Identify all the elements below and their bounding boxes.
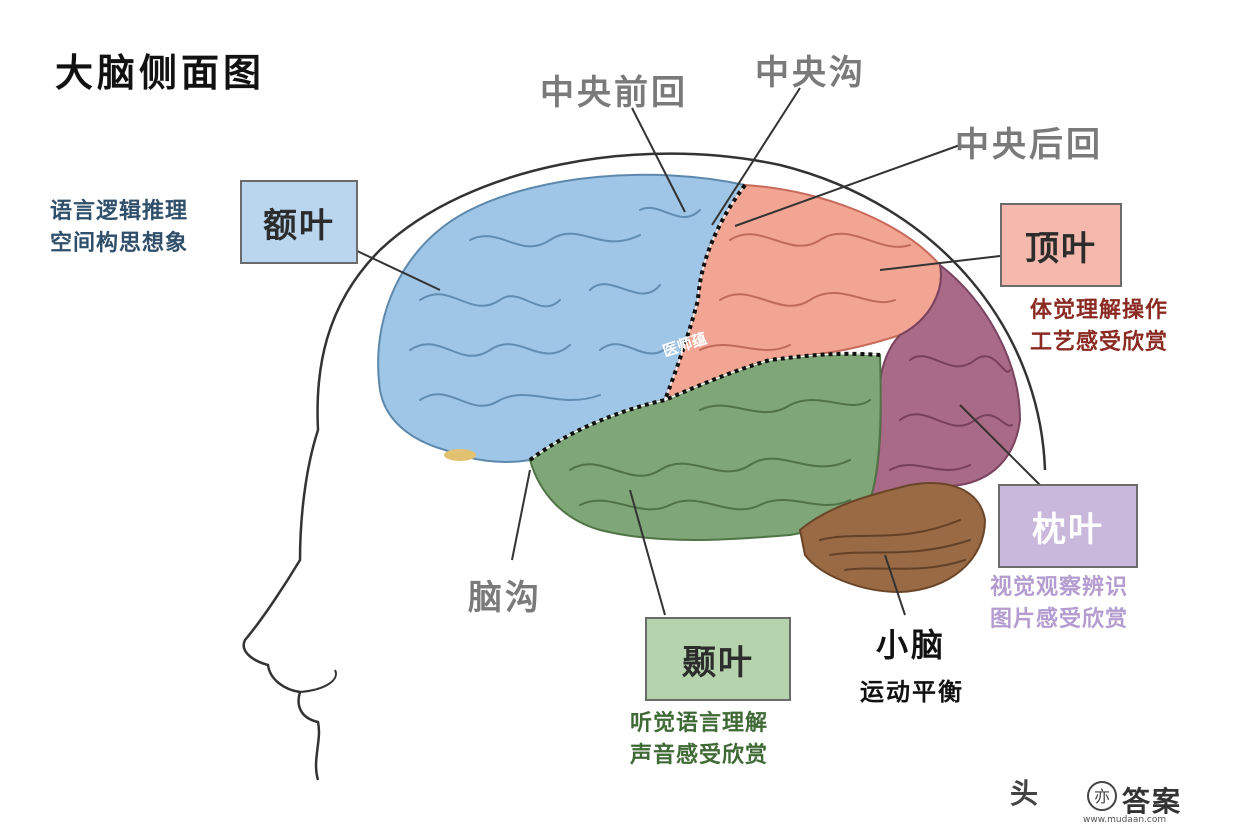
cerebellum-shape	[798, 482, 987, 594]
label-postcentral-gyrus: 中央后回	[955, 125, 1103, 165]
temporal-desc-line-2: 声音感受欣赏	[630, 743, 769, 768]
watermark-url: www.mudaan.com	[1083, 815, 1167, 825]
parietal-desc-line-1: 体觉理解操作	[1030, 298, 1169, 323]
temporal-lobe-label: 颞叶	[682, 642, 754, 683]
head-outline	[242, 152, 1047, 781]
leader-parietal	[879, 255, 1001, 271]
boundary-white-overlay-1	[664, 184, 746, 401]
leader-postcentral	[734, 144, 961, 227]
occipital-lobe-box: 枕叶	[998, 484, 1138, 568]
brainstem-hint	[444, 449, 476, 461]
watermark-icon: 亦	[1087, 781, 1117, 811]
cerebellum-desc: 运动平衡	[860, 678, 964, 706]
parietal-lobe-label: 顶叶	[1025, 228, 1097, 269]
central-sulcus-line	[663, 183, 747, 401]
temporal-desc-line-1: 听觉语言理解	[630, 711, 769, 736]
frontal-lobe-box: 额叶	[240, 180, 358, 264]
page-title: 大脑侧面图	[55, 51, 266, 95]
leader-occipital	[959, 404, 1041, 486]
frontal-desc-line-2: 空间构思想象	[50, 231, 189, 256]
leader-cerebellum	[884, 554, 906, 616]
leader-frontal	[354, 249, 441, 291]
watermark-text: 答案	[1122, 785, 1183, 818]
lateral-sulcus-line	[528, 351, 881, 462]
label-central-sulcus: 中央沟	[755, 53, 866, 93]
parietal-lobe-box: 顶叶	[1000, 203, 1122, 287]
leader-temporal	[629, 489, 666, 616]
leader-central-sulcus	[711, 87, 801, 226]
frontal-lobe-label: 额叶	[263, 205, 335, 246]
occipital-lobe-label: 枕叶	[1032, 509, 1104, 550]
nose-detail	[299, 669, 337, 693]
parietal-desc: 体觉理解操作 工艺感受欣赏	[1030, 295, 1168, 359]
temporal-desc: 听觉语言理解 声音感受欣赏	[630, 708, 768, 772]
temporal-lobe-box: 颞叶	[645, 617, 791, 701]
watermark-fragment: 头	[1010, 777, 1039, 810]
occipital-desc-line-1: 视觉观察辨识	[990, 575, 1129, 600]
leader-precentral	[631, 107, 686, 213]
svg-text:亦: 亦	[1094, 787, 1110, 806]
occipital-desc: 视觉观察辨识 图片感受欣赏	[990, 572, 1128, 636]
cerebellum-label: 小脑	[876, 626, 947, 664]
leader-fissure	[511, 469, 531, 561]
parietal-desc-line-2: 工艺感受欣赏	[1030, 330, 1169, 355]
frontal-desc: 语言逻辑推理 空间构思想象	[50, 196, 188, 260]
label-fissure: 脑沟	[468, 578, 542, 618]
occipital-desc-line-2: 图片感受欣赏	[990, 607, 1129, 632]
frontal-desc-line-1: 语言逻辑推理	[50, 199, 189, 224]
label-precentral-gyrus: 中央前回	[540, 73, 688, 113]
